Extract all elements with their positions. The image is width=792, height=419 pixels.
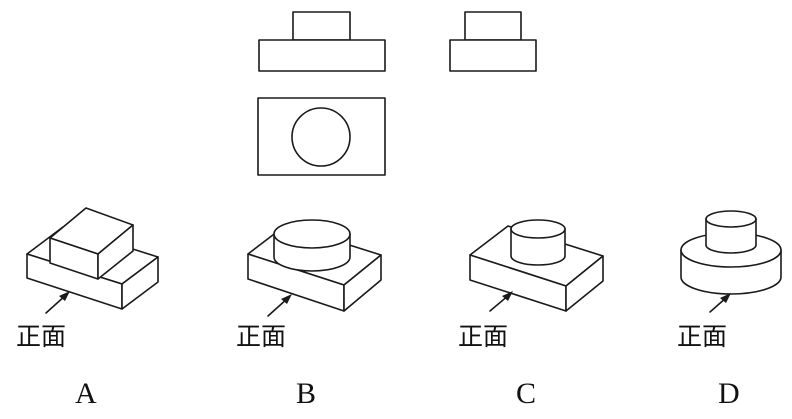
side-view — [449, 11, 537, 72]
option-a-solid — [26, 207, 159, 310]
option-c-letter: C — [516, 377, 536, 410]
option-d-letter: D — [718, 377, 740, 410]
top-view — [257, 97, 386, 176]
option-b-letter: B — [296, 377, 316, 410]
front-arrow-c — [489, 291, 513, 312]
option-a-letter: A — [75, 377, 97, 410]
front-arrow-d — [709, 293, 731, 313]
front-label-b: 正面 — [236, 322, 286, 351]
front-label-d: 正面 — [677, 322, 727, 351]
front-view — [258, 11, 386, 72]
front-label-a: 正面 — [16, 322, 66, 351]
front-label-c: 正面 — [458, 322, 508, 351]
option-c-solid — [469, 219, 604, 312]
front-arrow-a — [45, 291, 70, 314]
option-b-solid — [247, 219, 382, 312]
option-d-solid — [680, 210, 782, 295]
front-arrow-b — [267, 294, 292, 317]
